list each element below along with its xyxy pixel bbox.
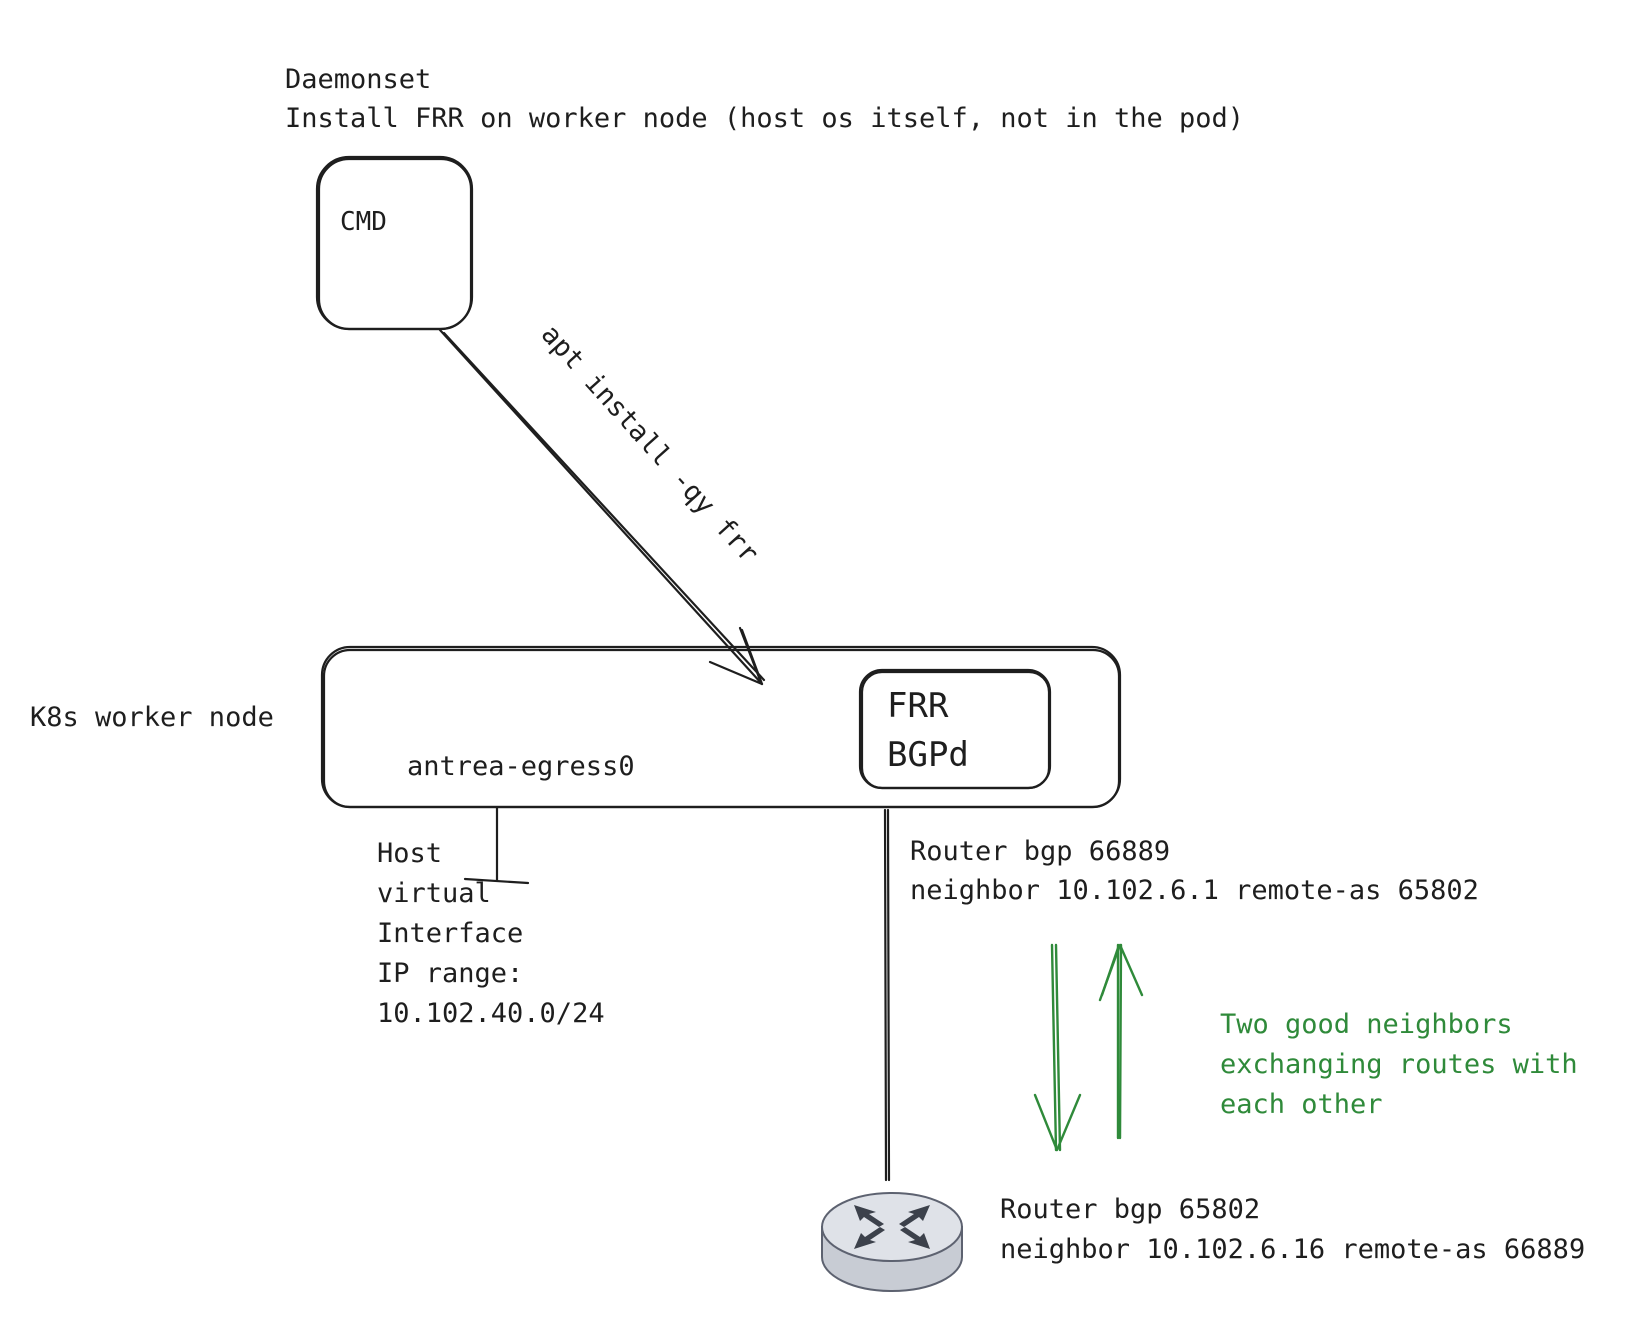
node-router-link — [883, 808, 891, 1182]
router-icon[interactable] — [821, 1192, 963, 1292]
svg-text:Router bgp 66889: Router bgp 66889 — [910, 836, 1170, 867]
router-bgp-config: Router bgp 65802 neighbor 10.102.6.16 re… — [1000, 1194, 1585, 1265]
svg-text:IP range:: IP range: — [377, 958, 523, 989]
daemonset-subtitle: Install FRR on worker node (host os itse… — [285, 103, 1244, 134]
route-exchange-arrows — [1033, 943, 1144, 1152]
install-command-label: apt install -qy frr — [535, 319, 765, 569]
svg-text:virtual: virtual — [377, 878, 491, 909]
svg-text:neighbor 10.102.6.16 remote-as: neighbor 10.102.6.16 remote-as 66889 — [1000, 1234, 1585, 1265]
svg-text:10.102.40.0/24: 10.102.40.0/24 — [377, 998, 605, 1029]
worker-node-box[interactable]: antrea-egress0 — [320, 645, 1122, 809]
cmd-box[interactable]: CMD — [315, 155, 474, 331]
svg-text:Router bgp 65802: Router bgp 65802 — [1000, 1194, 1260, 1225]
cmd-label: CMD — [340, 207, 387, 237]
svg-text:Two good neighbors: Two good neighbors — [1220, 1009, 1513, 1040]
svg-text:Host: Host — [377, 838, 442, 869]
install-arrow — [438, 328, 766, 686]
host-interface-connector — [463, 806, 530, 885]
host-interface-label: Host virtual Interface IP range: 10.102.… — [377, 838, 605, 1029]
frr-label: FRR — [887, 686, 949, 726]
frr-bgpd-box[interactable]: FRR BGPd — [858, 668, 1052, 790]
bgpd-label: BGPd — [887, 735, 969, 775]
daemonset-title: Daemonset — [285, 64, 431, 95]
svg-text:each other: each other — [1220, 1089, 1383, 1120]
svg-text:neighbor 10.102.6.1 remote-as: neighbor 10.102.6.1 remote-as 65802 — [910, 875, 1479, 906]
node-bgp-config: Router bgp 66889 neighbor 10.102.6.1 rem… — [910, 836, 1479, 906]
neighbors-note: Two good neighbors exchanging routes wit… — [1220, 1009, 1578, 1120]
interface-name: antrea-egress0 — [407, 751, 635, 782]
svg-text:exchanging routes with: exchanging routes with — [1220, 1049, 1578, 1080]
worker-node-label: K8s worker node — [30, 702, 274, 733]
svg-text:Interface: Interface — [377, 918, 523, 949]
